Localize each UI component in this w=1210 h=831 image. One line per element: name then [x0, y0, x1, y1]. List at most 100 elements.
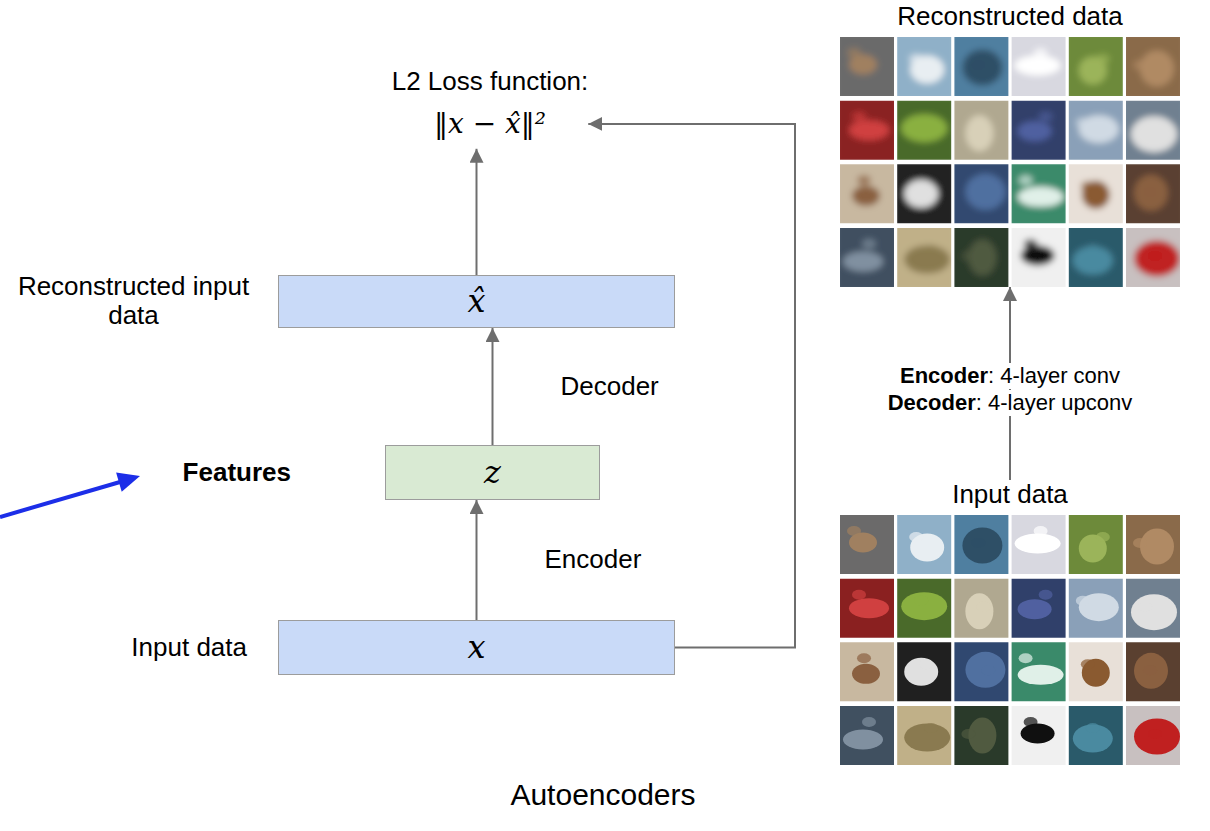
image-grid: Input data	[838, 480, 1182, 765]
tile-detail	[909, 532, 923, 542]
tile-ground	[840, 515, 900, 580]
tile-detail	[919, 659, 933, 669]
flow-arrow	[492, 328, 494, 445]
image-tile	[840, 95, 900, 166]
image-tile	[1120, 636, 1180, 707]
tile-ground	[1006, 636, 1072, 707]
tile-detail	[1019, 653, 1033, 663]
edge-label: Decoder	[561, 371, 659, 402]
tile-ground	[1063, 37, 1129, 102]
tile-detail	[1096, 54, 1110, 64]
tile-detail	[857, 175, 871, 185]
image-tile	[891, 37, 957, 102]
tile-content	[840, 573, 900, 644]
tile-ground	[1120, 222, 1180, 287]
tile-content	[1063, 95, 1129, 166]
tile-ground	[1006, 37, 1072, 102]
tile-ground	[891, 37, 957, 102]
tile-subject	[1082, 659, 1110, 687]
tile-ground	[1063, 222, 1129, 287]
tile-content	[1006, 515, 1072, 580]
tile-subject	[904, 180, 938, 208]
tile-detail	[961, 729, 975, 739]
tile-ground	[891, 700, 957, 765]
tile-content	[840, 37, 900, 102]
tile-detail	[862, 239, 876, 249]
tile-detail	[1086, 245, 1100, 255]
tile-content	[1120, 700, 1180, 765]
tile-ground	[1063, 95, 1129, 166]
tile-ground	[1006, 158, 1072, 229]
tile-content	[891, 636, 957, 707]
tile-detail	[924, 723, 938, 733]
tile-content	[948, 636, 1014, 707]
image-tile	[1063, 515, 1129, 580]
tile-subject	[1134, 653, 1168, 689]
tile-ground	[1063, 636, 1129, 707]
tile-detail	[914, 596, 928, 606]
tile-ground	[891, 95, 957, 166]
tile-ground	[948, 95, 1014, 166]
tile-ground	[840, 222, 900, 287]
tile-subject	[1140, 50, 1174, 86]
tile-ground	[1120, 95, 1180, 166]
image-tile	[891, 222, 957, 287]
note-term: Decoder	[888, 390, 976, 415]
tile-subject	[904, 245, 950, 273]
reconstruction-box: Reconstructed input datax̂	[278, 275, 675, 328]
tile-detail	[976, 602, 990, 612]
tile-content	[891, 573, 957, 644]
tile-detail	[1096, 532, 1110, 542]
tile-content	[1063, 636, 1129, 707]
tile-subject	[965, 593, 993, 629]
tile-detail	[847, 48, 861, 58]
model-note: Encoder: 4-layer conv	[896, 363, 1124, 389]
tile-ground	[840, 700, 900, 765]
tile-detail	[1133, 60, 1147, 70]
tile-ground	[1006, 95, 1072, 166]
image-tile	[948, 700, 1014, 765]
tile-detail	[1143, 665, 1157, 675]
tile-detail	[914, 118, 928, 128]
tile-ground	[1120, 37, 1180, 102]
tile-subject	[1018, 121, 1052, 141]
tile-subject	[904, 723, 950, 751]
image-tile	[840, 515, 900, 580]
tile-ground	[840, 158, 900, 229]
tile-detail	[1039, 112, 1053, 122]
tile-subject	[965, 174, 1005, 210]
tile-content	[948, 37, 1014, 102]
image-tile	[1063, 158, 1129, 229]
tile-ground	[840, 636, 900, 707]
tile-ground	[891, 158, 957, 229]
tile-subject	[1021, 723, 1055, 743]
image-tile	[1120, 37, 1180, 102]
tile-ground	[948, 573, 1014, 644]
tile-detail	[1081, 181, 1095, 191]
tile-content	[840, 158, 900, 229]
tile-content	[1063, 573, 1129, 644]
image-tile	[1063, 700, 1129, 765]
tile-subject	[1134, 175, 1168, 211]
tile-detail	[1076, 118, 1090, 128]
tile-subject	[843, 729, 883, 749]
image-tile	[1120, 222, 1180, 287]
image-tile	[1006, 573, 1072, 644]
loss-node: L2 Loss function:‖x − x̂‖²	[392, 66, 589, 149]
tile-subject	[965, 652, 1005, 688]
image-tile	[891, 95, 957, 166]
tile-content	[1063, 158, 1129, 229]
image-tile	[1006, 95, 1072, 166]
tile-content	[948, 95, 1014, 166]
image-tile	[1006, 515, 1072, 580]
grid-heading: Input data	[838, 480, 1182, 510]
image-tile	[1063, 636, 1129, 707]
tile-content	[891, 95, 957, 166]
edge-label: Encoder	[545, 544, 642, 575]
tile-detail	[1133, 538, 1147, 548]
tile-subject	[1131, 116, 1177, 152]
image-grid-picture	[840, 37, 1180, 287]
tile-detail	[1081, 659, 1095, 669]
tile-ground	[1120, 515, 1180, 580]
